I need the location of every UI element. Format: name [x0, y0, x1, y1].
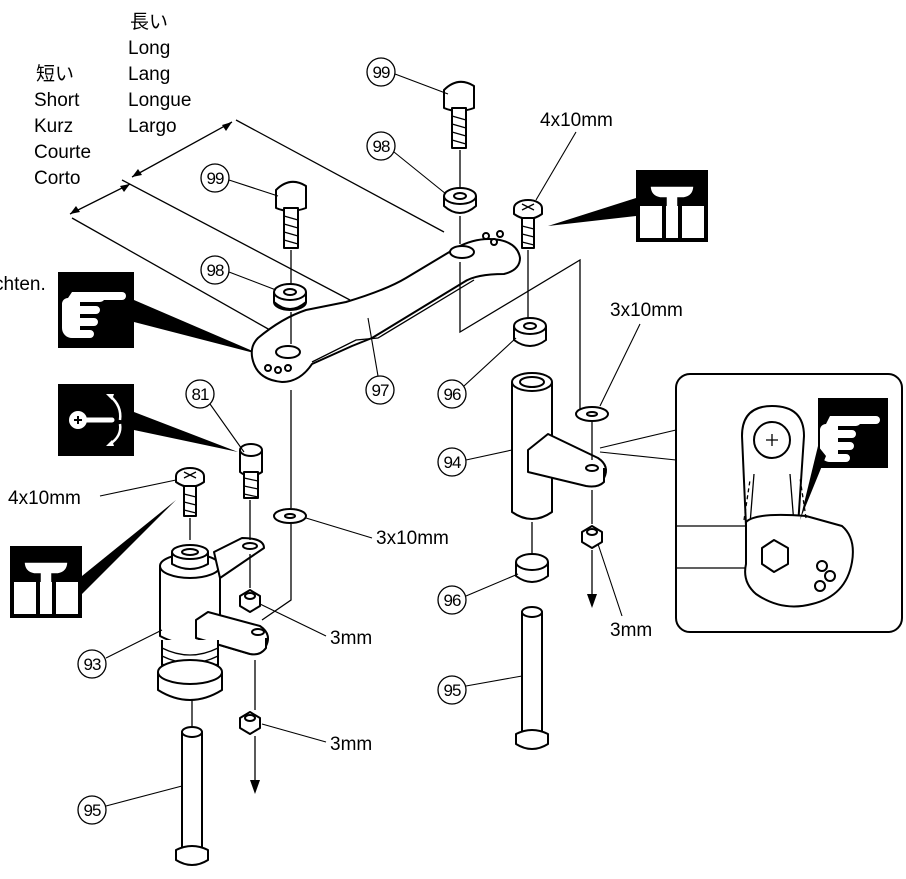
thread-lock-icon-left: [10, 546, 82, 618]
callout-95-left: 95: [77, 785, 183, 825]
nut-3mm-right: [581, 525, 603, 549]
dim-nut-left-lower: 3mm: [330, 734, 372, 755]
short-label-en: Short: [34, 90, 80, 111]
callout-98-top: 98: [366, 131, 447, 195]
part-number: 98: [207, 261, 224, 280]
pointing-hand-icon-detail: [818, 398, 888, 468]
spacer-98-left: [273, 283, 307, 311]
long-label-de: Lang: [128, 64, 170, 85]
callout-pointer-screw-left: [82, 500, 176, 594]
length-dimension-lines: [69, 119, 445, 331]
rod-95-right: [515, 606, 549, 750]
part-number: 97: [372, 381, 389, 400]
callout-pointer-adjust: [134, 412, 238, 452]
short-label-de: Kurz: [34, 116, 73, 137]
short-label-es: Corto: [34, 168, 80, 189]
callout-pointer-left: [134, 300, 262, 355]
spacer-96-top: [513, 317, 547, 347]
callout-93: 93: [77, 629, 163, 679]
part-callouts: 99 98 99 98 97 96 94: [77, 57, 523, 825]
spacer-96-bottom: [515, 553, 549, 583]
part-number: 98: [373, 137, 390, 156]
cut-off-note: chten.: [0, 274, 46, 295]
dim-nut-right: 3mm: [610, 620, 652, 641]
long-label-group: 長い Long Lang Longue Largo: [128, 11, 191, 137]
dim-washer-right: 3x10mm: [610, 300, 683, 321]
bracket-94: [511, 372, 607, 520]
screw-81: [239, 443, 263, 499]
long-label-es: Largo: [128, 116, 177, 137]
spacer-98-top: [443, 187, 477, 214]
dimension-labels: 4x10mm 3x10mm 3mm 4x10mm 3x10mm 3mm 3mm: [8, 110, 683, 755]
long-label-ja: 長い: [130, 11, 168, 33]
part-number: 96: [444, 591, 461, 610]
nut-3mm-left-upper: [239, 589, 261, 613]
short-label-group: 短い Short Kurz Courte Corto: [34, 63, 91, 189]
screw-4x10-left: [175, 467, 205, 517]
dim-washer-left: 3x10mm: [376, 528, 449, 549]
part-number: 93: [84, 655, 101, 674]
clamp-93: [157, 537, 269, 701]
part-number: 96: [444, 385, 461, 404]
part-number: 95: [84, 801, 101, 820]
alignment-line: [459, 258, 581, 410]
long-label-en: Long: [128, 38, 170, 59]
part-number: 81: [192, 385, 209, 404]
dim-nut-left-upper: 3mm: [330, 628, 372, 649]
callout-pointer-detail: [800, 446, 826, 520]
dim-screw-top: 4x10mm: [540, 110, 613, 131]
long-label-fr: Longue: [128, 90, 191, 111]
alignment-line-left: [261, 390, 292, 621]
bolt-99-left: [275, 180, 307, 249]
callout-pointer-top: [548, 198, 636, 226]
screw-4x10-top: [513, 199, 543, 249]
part-number: 99: [373, 63, 390, 82]
callout-96-top: 96: [437, 337, 517, 409]
short-label-fr: Courte: [34, 142, 91, 163]
rotate-adjust-icon: [58, 384, 134, 456]
callout-94: 94: [437, 447, 513, 477]
callout-95-right: 95: [437, 675, 523, 705]
part-number: 94: [444, 453, 461, 472]
short-label-ja: 短い: [36, 63, 74, 85]
pointing-hand-icon: [58, 272, 134, 348]
callout-99-left: 99: [200, 163, 279, 197]
nut-3mm-left-lower: [239, 711, 261, 735]
part-number: 99: [207, 169, 224, 188]
detail-lead-lines: [599, 429, 677, 461]
callout-99-top: 99: [366, 57, 449, 95]
part-number: 95: [444, 681, 461, 700]
callout-97: 97: [365, 317, 395, 405]
link-plate-97: [250, 230, 521, 383]
bolt-99-top: [443, 80, 475, 149]
washer-3x10-left: [273, 508, 307, 524]
thread-lock-icon-top: [636, 170, 708, 242]
rod-95-left: [175, 726, 209, 866]
callout-81: 81: [185, 379, 245, 453]
washer-3x10-right: [575, 406, 609, 422]
callout-96-bottom: 96: [437, 573, 519, 615]
callout-98-left: 98: [200, 255, 277, 291]
dim-screw-left: 4x10mm: [8, 488, 81, 509]
